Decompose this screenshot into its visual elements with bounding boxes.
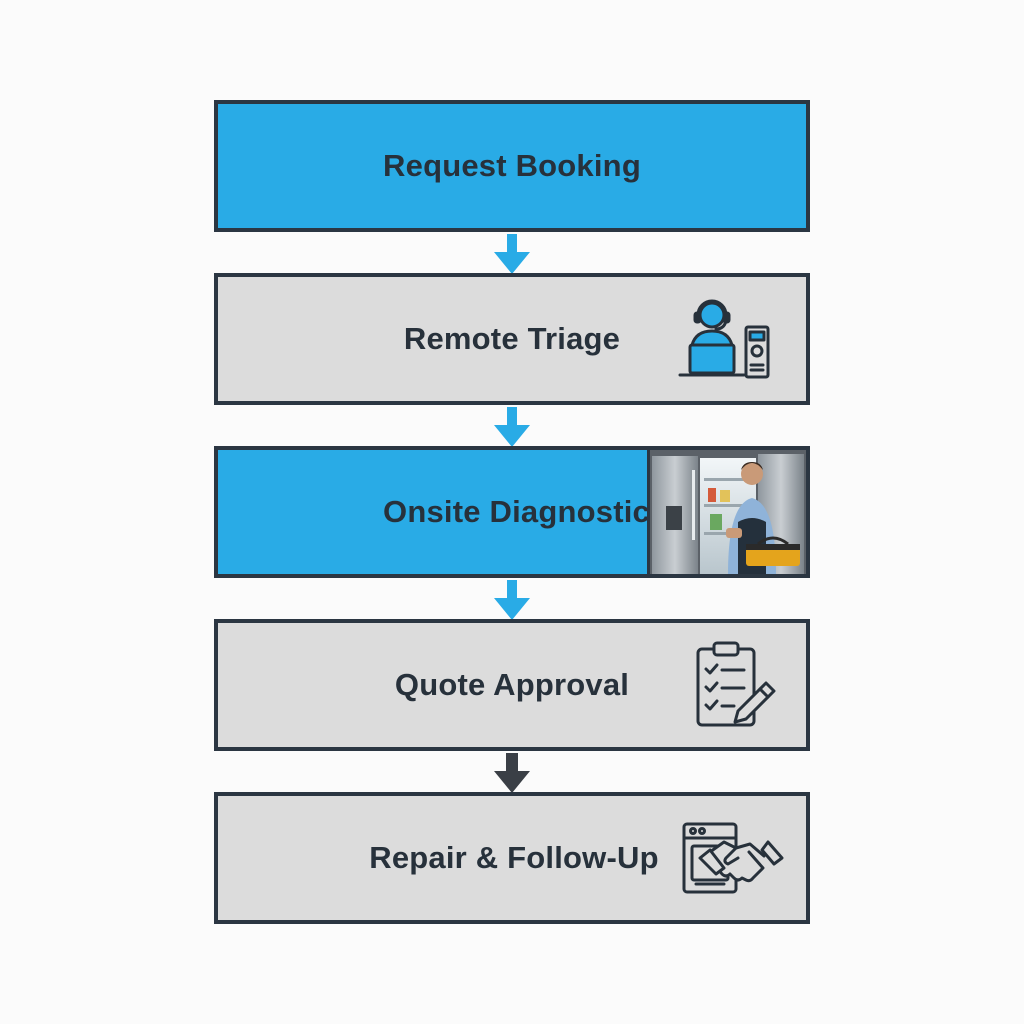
flow-arrow-4	[494, 753, 530, 793]
flow-arrow-3	[494, 580, 530, 620]
clipboard-checklist-icon	[696, 641, 776, 727]
step-label: Quote Approval	[394, 667, 630, 702]
step-label: Onsite Diagnostic	[383, 494, 650, 529]
remote-support-icon	[678, 299, 770, 379]
flow-arrow-2	[494, 407, 530, 447]
step-remote-triage: Remote Triage	[214, 273, 810, 405]
step-label: Repair & Follow-Up	[369, 840, 659, 875]
step-request-booking: Request Booking	[214, 100, 810, 232]
step-label: Remote Triage	[403, 321, 621, 356]
step-quote-approval: Quote Approval	[214, 619, 810, 751]
step-label: Request Booking	[383, 148, 641, 183]
flow-arrow-1	[494, 234, 530, 274]
technician-at-refrigerator-photo	[647, 450, 806, 574]
step-repair-follow-up: Repair & Follow-Up	[214, 792, 810, 924]
step-onsite-diagnostic: Onsite Diagnostic	[214, 446, 810, 578]
appliance-handshake-icon	[682, 822, 784, 894]
